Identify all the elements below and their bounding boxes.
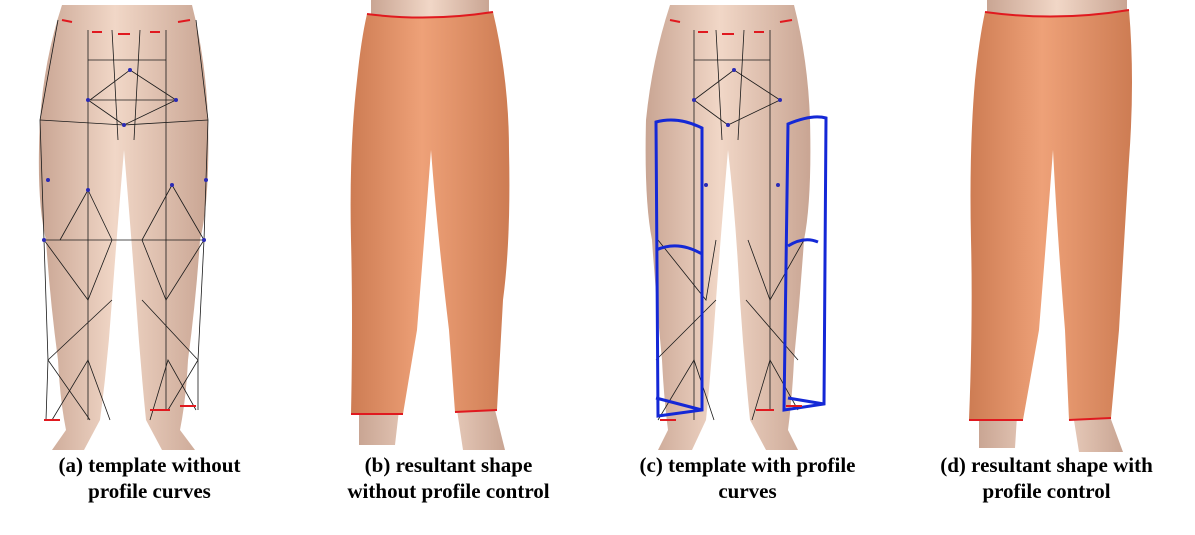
caption-a-line1: (a) template without (0, 452, 299, 478)
pants-garment (351, 12, 510, 414)
panel-a: (a) template without profile curves (0, 0, 299, 535)
caption-b-line1: (b) resultant shape (299, 452, 598, 478)
resultant-with-profile-image (897, 0, 1195, 452)
template-with-profile-image (598, 0, 897, 452)
caption-a-line2: profile curves (0, 478, 299, 504)
panel-c: (c) template with profile curves (598, 0, 897, 535)
caption-b-line2: without profile control (299, 478, 598, 504)
panel-b: (b) resultant shape without profile cont… (299, 0, 598, 535)
caption-a: (a) template without profile curves (0, 452, 299, 504)
mannequin-feet (359, 410, 505, 450)
template-without-profile-image (0, 0, 299, 452)
caption-b: (b) resultant shape without profile cont… (299, 452, 598, 504)
caption-c-line1: (c) template with profile (598, 452, 897, 478)
caption-d-line1: (d) resultant shape with (897, 452, 1195, 478)
panel-d: (d) resultant shape with profile control (897, 0, 1195, 535)
caption-d: (d) resultant shape with profile control (897, 452, 1195, 504)
resultant-without-profile-image (299, 0, 598, 452)
caption-d-line2: profile control (897, 478, 1195, 504)
pants-garment (969, 10, 1132, 420)
caption-c: (c) template with profile curves (598, 452, 897, 504)
caption-c-line2: curves (598, 478, 897, 504)
